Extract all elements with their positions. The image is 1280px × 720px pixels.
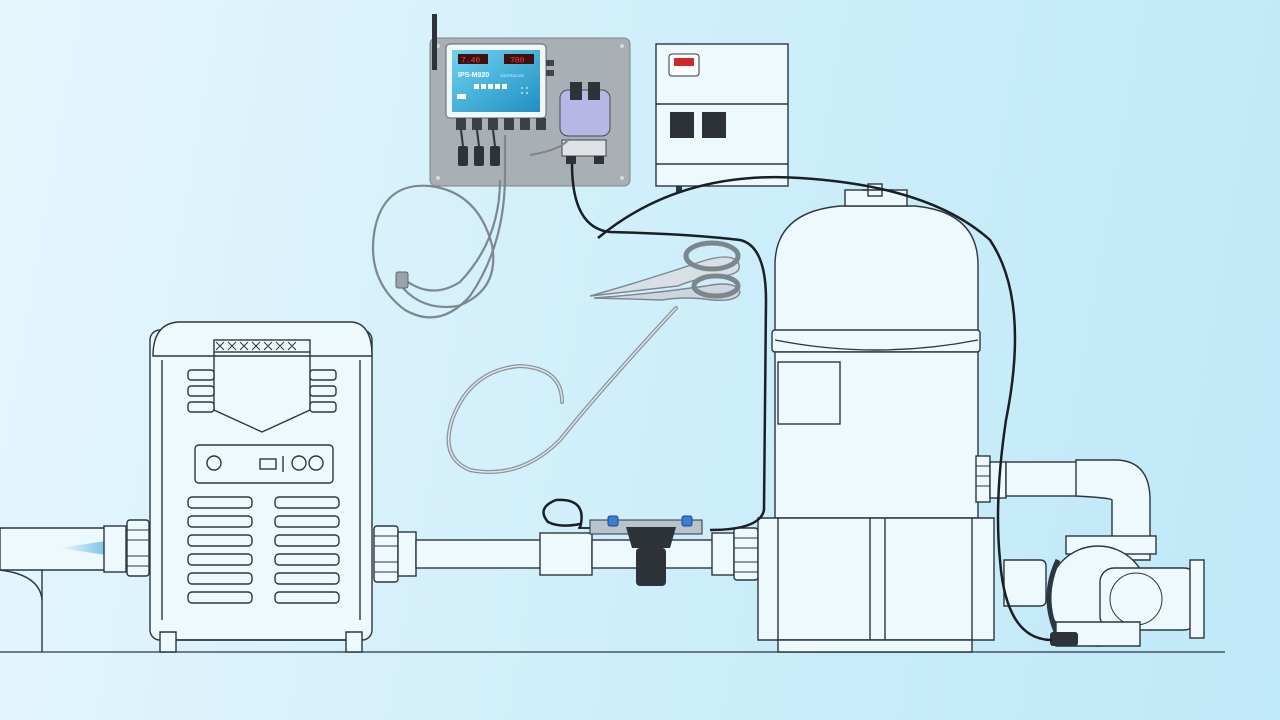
display-left: 7.40 [461, 57, 480, 66]
pool-pump [1003, 459, 1205, 647]
controller-model-label: IPS-M920 [458, 72, 489, 79]
display-right: 700 [510, 57, 525, 66]
power-cord [371, 135, 569, 319]
electrical-box-with-timer [655, 43, 789, 192]
pool-heater [149, 321, 373, 653]
sample-line [570, 163, 768, 532]
inlet-pipe [0, 519, 150, 652]
pump-power-cable [597, 175, 1053, 642]
pool-filter-tank [757, 183, 1007, 653]
water-flow-arrow [60, 540, 112, 556]
sample-tubing [446, 306, 678, 474]
controller-brand-label: CONTROLLER [500, 74, 524, 78]
scissors-icon [589, 240, 741, 302]
flowcell-tube-loop [542, 498, 583, 529]
flow-cell-valve [578, 515, 703, 586]
heater-vents [187, 496, 340, 604]
chemistry-controller: 7.40 700 IPS-M920 CONTROLLER [432, 14, 611, 166]
